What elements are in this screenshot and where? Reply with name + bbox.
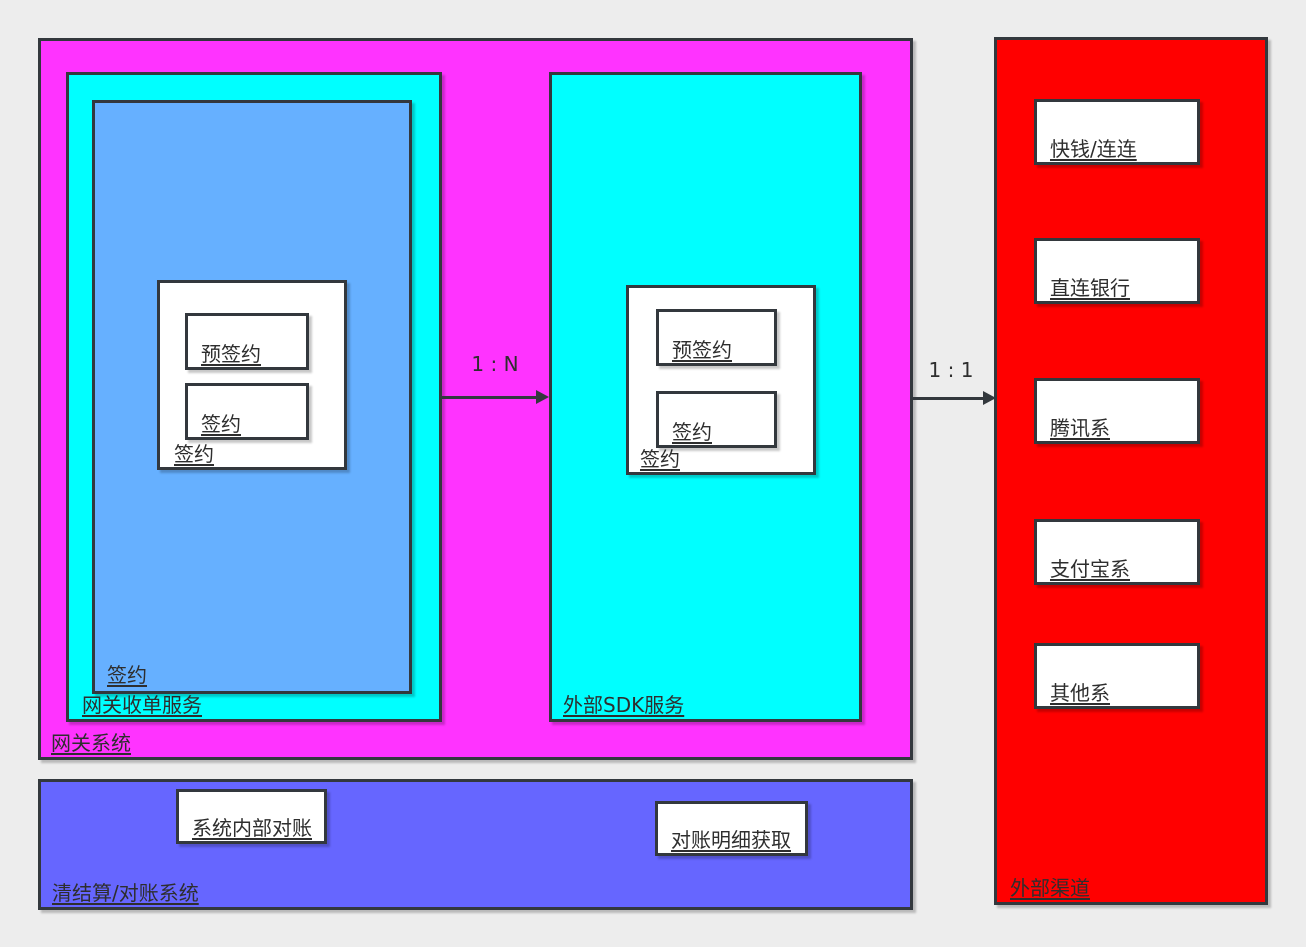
relation-1n-label: 1 : N (471, 352, 519, 376)
channel-3-label: 支付宝系 (1050, 557, 1130, 581)
group-acquiring-service: 网关收单服务 签约 签约 预签约 签约 (66, 72, 442, 722)
channel-1-label: 直连银行 (1050, 276, 1130, 300)
channel-2-label: 腾讯系 (1050, 416, 1110, 440)
group-signing-layer: 签约 签约 预签约 签约 (92, 100, 412, 694)
pre-sign-right-label: 预签约 (672, 338, 732, 362)
group-gateway-system: 网关系统 网关收单服务 签约 签约 预签约 签约 (38, 38, 913, 760)
node-internal-recon: 系统内部对账 (176, 789, 327, 844)
node-channel-0: 快钱/连连 (1034, 99, 1200, 165)
arrow-1n (442, 390, 549, 404)
sdk-service-label: 外部SDK服务 (563, 693, 685, 717)
node-sign-group-right: 签约 预签约 签约 (626, 285, 816, 475)
node-pre-sign-left: 预签约 (185, 313, 309, 370)
pre-sign-left-label: 预签约 (201, 342, 261, 366)
arrowhead-right-icon (983, 391, 996, 405)
arrow-11 (913, 391, 996, 405)
node-recon-detail-fetch: 对账明细获取 (655, 801, 808, 856)
sign-group-right-label: 签约 (640, 447, 680, 471)
internal-recon-label: 系统内部对账 (192, 816, 312, 840)
node-sign-left: 签约 (185, 383, 309, 440)
node-sign-right: 签约 (656, 391, 777, 448)
relation-11-label: 1 : 1 (928, 358, 974, 382)
node-sign-group-left: 签约 预签约 签约 (157, 280, 347, 470)
node-channel-3: 支付宝系 (1034, 519, 1200, 585)
channel-4-label: 其他系 (1050, 681, 1110, 705)
group-settlement-system: 清结算/对账系统 系统内部对账 对账明细获取 (38, 779, 913, 910)
group-external-channels: 外部渠道 快钱/连连 直连银行 腾讯系 支付宝系 其他系 (994, 37, 1268, 905)
sign-right-label: 签约 (672, 420, 712, 444)
gateway-system-label: 网关系统 (51, 731, 131, 755)
node-pre-sign-right: 预签约 (656, 309, 777, 366)
sign-group-left-label: 签约 (174, 442, 214, 466)
node-channel-1: 直连银行 (1034, 238, 1200, 304)
settlement-system-label: 清结算/对账系统 (52, 881, 199, 905)
recon-detail-fetch-label: 对账明细获取 (671, 828, 791, 852)
signing-layer-label: 签约 (107, 663, 147, 687)
node-channel-4: 其他系 (1034, 643, 1200, 709)
arrowhead-right-icon (536, 390, 549, 404)
acquiring-service-label: 网关收单服务 (82, 693, 202, 717)
external-channels-label: 外部渠道 (1010, 876, 1090, 900)
group-sdk-service: 外部SDK服务 签约 预签约 签约 (549, 72, 862, 722)
node-channel-2: 腾讯系 (1034, 378, 1200, 444)
channel-0-label: 快钱/连连 (1050, 137, 1137, 161)
sign-left-label: 签约 (201, 412, 241, 436)
